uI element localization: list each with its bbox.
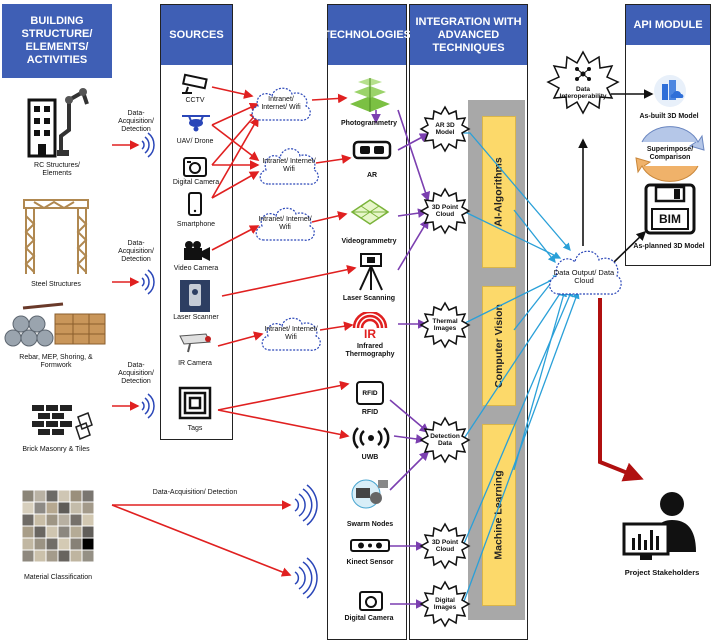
data-output-label: Data Output/ Data Cloud [553,268,615,285]
burst-data-interoperability [546,50,620,115]
source-tags-label: Tags [187,425,203,432]
header-api: API MODULE [626,5,710,45]
infrared-icon [352,312,388,329]
tech-ar-label: AR [366,172,378,179]
smartphone-icon [188,192,202,216]
output-thermal-images: Thermal Images [432,317,458,333]
tech-infrared-label: Infrared Thermography [345,343,395,358]
building-brick-label: Brick Masonry & Tiles [22,446,90,453]
network-cloud-3 [255,207,315,241]
kinect-sensor-icon [350,539,390,552]
technique-ai-algorithms: AI-Algorithms [482,116,516,268]
acquisition-label-3: Data-Acquisition/ Detection [118,362,154,385]
source-digital-camera-label: Digital Camera [172,179,220,186]
header-building: BUILDING STRUCTURE/ ELEMENTS/ ACTIVITIES [2,4,112,78]
tech-digital-camera-label: Digital Camera [344,615,394,622]
laser-scanner-icon [180,280,210,312]
infrared-text: IR [364,327,376,341]
acquisition-label-1: Data-Acquisition/ Detection [118,110,154,133]
bim-disk-icon [644,183,696,235]
api-asplanned-label: As-planned 3D Model [633,243,705,250]
tech-photogrammetry-label: Photogrammetry [340,120,397,127]
tech-laser-scanning-label: Laser Scanning [342,295,396,302]
source-video-camera-label: Video Camera [173,265,219,272]
header-technologies: TECHNOLOGIES [323,5,411,65]
building-steel-label: Steel Structures [31,281,81,288]
network-label-2: Intranet/ Internet/ Wifi [262,158,316,173]
burst-point-cloud-2 [419,522,471,570]
material-samples-icon [22,490,94,563]
output-ar-3d-model: AR 3D Model [435,121,455,137]
acquisition-label-4: Data-Acquisition/ Detection [152,489,238,496]
stakeholder-icon [622,492,696,560]
ir-camera-icon [179,333,211,353]
brick-masonry-icon [32,405,93,440]
tech-rfid-label: RFID [361,409,379,416]
header-sources: SOURCES [161,5,232,65]
digital-camera-tech-icon [359,591,383,611]
data-output-cloud [549,250,622,295]
network-cloud-2 [259,148,319,185]
api-superimpose-label: Superimpose/ Comparison [646,146,694,161]
building-material-label: Material Classification [23,574,93,581]
network-cloud-1 [251,87,311,121]
photogrammetry-icon [350,78,390,112]
burst-detection-data [419,416,471,464]
network-label-1: Intranet/ Internet/ Wifi [261,96,301,111]
network-cloud-4 [261,317,321,351]
output-point-cloud-2: 3D Point Cloud [431,538,459,554]
ar-icon [352,140,392,160]
burst-thermal-images [419,301,471,349]
output-detection-data: Detection Data [430,432,460,448]
source-ir-camera-label: IR Camera [178,360,212,367]
output-digital-images: Digital Images [433,596,457,612]
stakeholders-label: Project Stakeholders [624,568,700,577]
data-interoperability-label: Data Interoperability [559,85,607,101]
tech-uwb-label: UWB [361,454,379,461]
rfid-icon-text: RFID [362,389,378,397]
network-label-3: Intranet/ Internet/ Wifi [258,216,312,231]
burst-digital-images [419,580,471,628]
source-laser-scanner-label: Laser Scanner [173,314,219,321]
technique-machine-learning: Machine Learning [482,424,516,606]
building-cloud-icon [654,75,686,107]
drone-icon [182,115,210,132]
bim-text: BIM [659,212,681,226]
rebar-formwork-icon [4,302,106,347]
burst-point-cloud-1 [419,187,471,235]
steel-structure-icon [23,199,89,274]
api-asbuilt-label: As-built 3D Model [639,113,699,120]
videogrammetry-icon [350,199,390,225]
tech-swarm-nodes-label: Swarm Nodes [346,521,394,528]
uwb-icon [352,427,390,449]
network-label-4: Intranet/ Internet/ Wifi [264,326,318,341]
cctv-icon [182,73,208,94]
source-smartphone-label: Smartphone [176,221,216,228]
building-rc-label: RC Structures/ Elements [34,162,80,177]
comparison-cycle-icon [635,126,705,182]
acquisition-label-2: Data-Acquisition/ Detection [118,240,154,263]
output-point-cloud-1: 3D Point Cloud [431,203,459,219]
tag-icon [178,386,212,420]
tech-kinect-label: Kinect Sensor [346,559,394,566]
swarm-nodes-icon [351,479,388,509]
building-rebar-label: Rebar, MEP, Shoring, & Formwork [19,354,93,369]
tech-videogrammetry-label: Videogrammetry [341,238,397,245]
network-hub-icon [575,67,591,81]
video-camera-icon [184,241,210,261]
header-integration: INTEGRATION WITH ADVANCED TECHNIQUES [410,5,527,65]
source-cctv-label: CCTV [185,97,205,104]
rfid-icon: RFID [356,381,384,405]
burst-ar-3d-model [419,105,471,153]
laser-scanning-icon [359,253,383,291]
rc-structure-icon [27,88,89,158]
digital-camera-icon [183,157,207,177]
source-drone-label: UAV/ Drone [176,138,214,145]
